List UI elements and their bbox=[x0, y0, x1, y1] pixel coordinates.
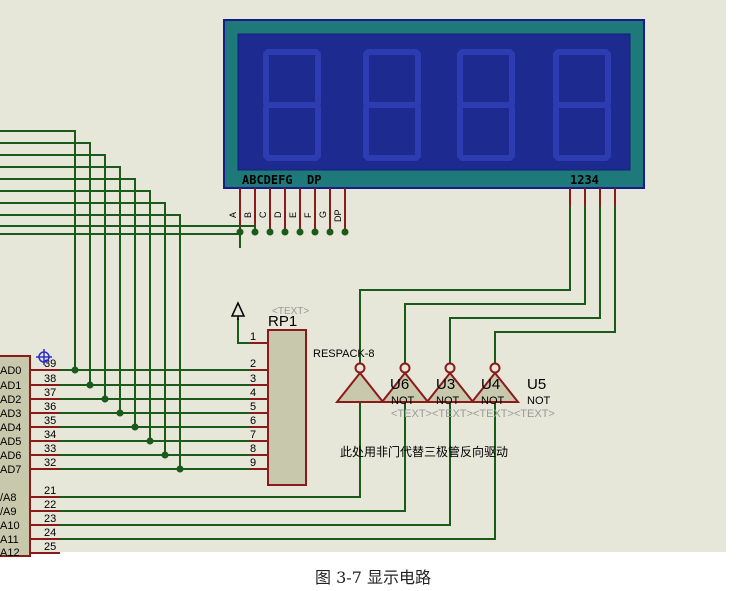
pin-label-b: B bbox=[243, 212, 253, 218]
rp-pin-6: 6 bbox=[250, 415, 256, 427]
rp-pin-7: 7 bbox=[250, 429, 256, 441]
annotation-note: 此处用非门代替三极管反向驱动 bbox=[340, 444, 508, 459]
gate-ref-u3: U3 bbox=[436, 376, 455, 393]
mcu-pin-num-10: 23 bbox=[44, 513, 56, 525]
resistor-pack-ref: RP1 bbox=[268, 313, 297, 330]
mcu-pin-num-0: 39 bbox=[44, 358, 56, 370]
pin-label-a: A bbox=[228, 212, 238, 218]
not-gates: U6 U3 U4 U5 NOT NOT NOT NOT <TEXT><TEXT>… bbox=[334, 362, 555, 420]
mcu-pin-label-12: A12 bbox=[0, 547, 20, 559]
mcu-pin-num-4: 35 bbox=[44, 415, 56, 427]
gate-type-u3: NOT bbox=[436, 395, 460, 407]
mcu-pin-num-12: 25 bbox=[44, 541, 56, 553]
wires bbox=[0, 130, 616, 540]
schematic-diagram: ABCDEFG DP 1234 A B C D E F G DP bbox=[0, 0, 726, 559]
pin-label-c: C bbox=[258, 211, 268, 218]
digit-4-outline bbox=[553, 49, 611, 161]
mcu-pin-label-1: AD1 bbox=[0, 380, 21, 392]
seven-segment-display: ABCDEFG DP 1234 bbox=[223, 19, 645, 189]
mcu-pin-num-8: 21 bbox=[44, 485, 56, 497]
not-gate-u3 bbox=[379, 362, 431, 403]
mcu-pin-num-9: 22 bbox=[44, 499, 56, 511]
mcu-pin-label-4: AD4 bbox=[0, 422, 21, 434]
resistor-pack: 1 2 3 4 5 6 7 8 9 <TEXT> RP1 RESPACK-8 bbox=[250, 306, 375, 486]
gate-ref-u6: U6 bbox=[390, 376, 409, 393]
mcu-pin-num-11: 24 bbox=[44, 527, 56, 539]
gate-type-u5: NOT bbox=[527, 395, 551, 407]
rp-pin-5: 5 bbox=[250, 401, 256, 413]
gate-ref-u4: U4 bbox=[481, 376, 500, 393]
gate-ref-u5: U5 bbox=[527, 376, 546, 393]
origin-marker-icon bbox=[36, 349, 52, 365]
rp-pin-8: 8 bbox=[250, 443, 256, 455]
mcu-pin-label-3: AD3 bbox=[0, 408, 21, 420]
mcu-pin-num-5: 34 bbox=[44, 429, 56, 441]
mcu-pin-num-2: 37 bbox=[44, 387, 56, 399]
resistor-pack-body bbox=[267, 329, 307, 486]
pin-label-e: E bbox=[288, 212, 298, 218]
gate-type-u6: NOT bbox=[391, 395, 415, 407]
junction-dots bbox=[71, 228, 349, 473]
digit-2-outline bbox=[363, 49, 421, 161]
pin-label-g: G bbox=[318, 211, 328, 218]
rp-pin-9: 9 bbox=[250, 457, 256, 469]
rp-pin-1: 1 bbox=[250, 331, 256, 343]
mcu-pin-label-10: A10 bbox=[0, 520, 20, 532]
mcu-pin-label-8: /A8 bbox=[0, 492, 17, 504]
digit-3-outline bbox=[457, 49, 515, 161]
digit-labels: 1234 bbox=[570, 173, 599, 187]
mcu-pin-num-1: 38 bbox=[44, 373, 56, 385]
mcu-chip: AD0 AD1 AD2 AD3 AD4 AD5 AD6 AD7 /A8 /A9 … bbox=[0, 349, 60, 559]
mcu-pin-num-6: 33 bbox=[44, 443, 56, 455]
resistor-pack-value: RESPACK-8 bbox=[313, 348, 375, 360]
power-arrow-icon bbox=[230, 301, 246, 320]
digit-1-outline bbox=[263, 49, 321, 161]
resistor-pack-placeholder: <TEXT> bbox=[272, 306, 309, 317]
mcu-pin-label-11: A11 bbox=[0, 534, 19, 546]
pin-label-d: D bbox=[273, 211, 283, 218]
not-gate-u5 bbox=[469, 362, 521, 403]
rp-pin-3: 3 bbox=[250, 373, 256, 385]
rp-pin-2: 2 bbox=[250, 358, 256, 370]
segment-pin-labels: A B C D E F G DP bbox=[228, 209, 343, 222]
segment-pins bbox=[239, 188, 346, 232]
gate-type-u4: NOT bbox=[481, 395, 505, 407]
mcu-pin-label-7: AD7 bbox=[0, 464, 21, 476]
pin-label-f: F bbox=[303, 212, 313, 218]
not-gate-u4 bbox=[424, 362, 476, 403]
pin-label-dp: DP bbox=[333, 209, 343, 222]
digit-pins bbox=[569, 188, 616, 206]
gate-text-placeholders: <TEXT><TEXT><TEXT><TEXT> bbox=[391, 408, 555, 420]
mcu-pin-label-9: /A9 bbox=[0, 506, 17, 518]
figure-caption: 图 3-7 显示电路 bbox=[315, 568, 431, 587]
not-gate-u6 bbox=[334, 362, 386, 403]
mcu-pin-label-5: AD5 bbox=[0, 436, 21, 448]
mcu-pin-num-3: 36 bbox=[44, 401, 56, 413]
mcu-pin-label-0: AD0 bbox=[0, 365, 21, 377]
mcu-pin-label-2: AD2 bbox=[0, 394, 21, 406]
rp-pin-4: 4 bbox=[250, 387, 256, 399]
mcu-pin-label-6: AD6 bbox=[0, 450, 21, 462]
segment-labels: ABCDEFG DP bbox=[242, 173, 321, 187]
mcu-pin-num-7: 32 bbox=[44, 457, 56, 469]
